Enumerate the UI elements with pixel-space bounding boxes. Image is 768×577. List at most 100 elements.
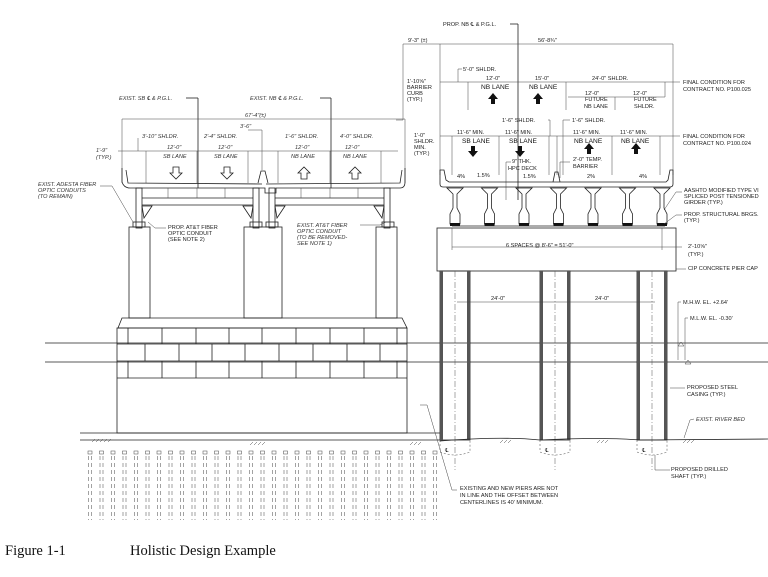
pile-head <box>271 450 277 455</box>
existing-direction-arrows <box>169 166 362 180</box>
pile-head <box>122 450 127 455</box>
casing-wall <box>664 271 667 440</box>
pile-head <box>421 450 426 455</box>
svg-text:(TYP.): (TYP.) <box>688 252 704 258</box>
svg-text:EXIST. NB ℄ & P.G.L.: EXIST. NB ℄ & P.G.L. <box>250 95 304 102</box>
girder <box>480 187 499 225</box>
existing-bridge <box>80 97 440 520</box>
svg-text:(TYP.): (TYP.) <box>414 151 430 157</box>
svg-text:12'-0": 12'-0" <box>585 91 599 97</box>
svg-text:9'-3" (±): 9'-3" (±) <box>408 38 428 44</box>
svg-text:SB LANE: SB LANE <box>163 154 187 160</box>
svg-text:SEE NOTE 1): SEE NOTE 1) <box>297 241 332 247</box>
svg-text:IN LINE AND THE OFFSET BETWEEN: IN LINE AND THE OFFSET BETWEEN <box>460 493 558 499</box>
proposed-direction-arrows <box>468 93 641 157</box>
bearing <box>553 223 564 226</box>
proposed-bridge <box>396 23 768 491</box>
svg-text:1'-9": 1'-9" <box>96 148 108 154</box>
figure-title: Holistic Design Example <box>130 543 276 559</box>
svg-text:12'-0": 12'-0" <box>295 145 310 151</box>
svg-text:EXIST. SB ℄ & P.G.L.: EXIST. SB ℄ & P.G.L. <box>119 95 172 102</box>
svg-text:NB LANE: NB LANE <box>481 84 510 91</box>
pile-head <box>87 450 93 455</box>
svg-text:EXIST. ADESTA FIBER: EXIST. ADESTA FIBER <box>38 182 96 188</box>
svg-text:56'-8¾": 56'-8¾" <box>538 38 557 44</box>
svg-text:M.L.W. EL. -0.30': M.L.W. EL. -0.30' <box>690 316 733 322</box>
svg-text:NB LANE: NB LANE <box>584 104 608 110</box>
svg-text:℄: ℄ <box>641 448 646 454</box>
svg-text:PROP. STRUCTURAL BRGS.: PROP. STRUCTURAL BRGS. <box>684 212 759 218</box>
pile-head <box>317 450 323 455</box>
svg-text:M.H.W. EL. +2.64': M.H.W. EL. +2.64' <box>683 300 728 306</box>
svg-text:(TYP.): (TYP.) <box>684 218 700 224</box>
girder <box>584 187 602 225</box>
casing-wall <box>467 271 470 440</box>
bearing <box>588 223 598 226</box>
pile-head <box>237 450 242 455</box>
svg-text:1'-10⅝": 1'-10⅝" <box>407 79 426 85</box>
svg-text:4'-0" SHLDR.: 4'-0" SHLDR. <box>340 134 373 140</box>
svg-text:6 SPACES @ 8'-6" = 51'-0": 6 SPACES @ 8'-6" = 51'-0" <box>506 243 574 249</box>
svg-text:(TYP.): (TYP.) <box>407 97 423 103</box>
pile-head <box>432 450 438 455</box>
casing-wall <box>567 271 570 440</box>
svg-text:EXISTING AND NEW PIERS ARE NOT: EXISTING AND NEW PIERS ARE NOT <box>460 486 559 492</box>
svg-text:PROP. NB ℄ & P.G.L.: PROP. NB ℄ & P.G.L. <box>443 22 497 28</box>
svg-text:FINAL CONDITION FOR: FINAL CONDITION FOR <box>683 80 745 86</box>
svg-text:SPLICED POST TENSIONED: SPLICED POST TENSIONED <box>684 194 759 200</box>
svg-text:NB LANE: NB LANE <box>574 138 603 145</box>
svg-text:EXIST. RIVER BED: EXIST. RIVER BED <box>696 417 745 423</box>
svg-text:24'-0": 24'-0" <box>491 296 505 302</box>
svg-text:SHLDR.: SHLDR. <box>634 104 655 110</box>
pile-head <box>352 450 357 455</box>
existing-labels: EXIST. SB ℄ & P.G.L. EXIST. NB ℄ & P.G.L… <box>38 95 373 247</box>
svg-text:15'-0": 15'-0" <box>535 76 549 82</box>
pile-head <box>145 450 150 455</box>
svg-text:(TO BE REMOVED-: (TO BE REMOVED- <box>297 235 347 241</box>
svg-text:HPC DECK: HPC DECK <box>508 166 537 172</box>
casing-wall <box>440 271 443 440</box>
svg-text:1'-6" SHLDR.: 1'-6" SHLDR. <box>502 118 536 124</box>
svg-text:12'-0": 12'-0" <box>218 145 233 151</box>
pile-head <box>191 450 196 455</box>
svg-text:PROPOSED STEEL: PROPOSED STEEL <box>687 385 738 391</box>
svg-text:OPTIC CONDUITS: OPTIC CONDUITS <box>38 188 86 194</box>
pile-head <box>283 450 288 455</box>
svg-text:CURB: CURB <box>407 91 423 97</box>
svg-text:BARRIER: BARRIER <box>573 164 598 170</box>
pile-head <box>294 450 300 455</box>
bearing <box>657 223 667 226</box>
pile-head <box>99 450 104 455</box>
pile-head <box>156 450 162 455</box>
pile-head <box>375 450 380 455</box>
bearing <box>519 223 529 226</box>
pile-head <box>306 450 311 455</box>
pile-head <box>225 450 231 455</box>
svg-text:3'-6": 3'-6" <box>240 124 252 130</box>
svg-text:11'-6" MIN.: 11'-6" MIN. <box>573 130 601 136</box>
svg-text:CONTRACT NO. P100.024: CONTRACT NO. P100.024 <box>683 141 751 147</box>
bearing <box>622 223 633 226</box>
svg-text:1'-0": 1'-0" <box>414 133 425 139</box>
svg-text:3'-10" SHLDR.: 3'-10" SHLDR. <box>142 134 178 140</box>
svg-text:12'-0": 12'-0" <box>167 145 182 151</box>
girder <box>653 187 671 225</box>
svg-text:(TYP.): (TYP.) <box>96 155 112 161</box>
svg-text:4%: 4% <box>639 174 647 180</box>
existing-piles <box>87 450 438 520</box>
pile-head <box>214 450 219 455</box>
svg-text:NB LANE: NB LANE <box>343 154 367 160</box>
shaft-tip <box>636 440 668 456</box>
girder <box>446 187 464 225</box>
svg-text:AASHTO MODIFIED TYPE VI: AASHTO MODIFIED TYPE VI <box>684 188 759 194</box>
svg-text:CENTERLINES IS 40' MINIMUM.: CENTERLINES IS 40' MINIMUM. <box>460 500 544 506</box>
svg-text:℄: ℄ <box>544 448 549 454</box>
svg-text:11'-6" MIN.: 11'-6" MIN. <box>620 130 648 136</box>
pile-head <box>386 450 392 455</box>
svg-text:1.5%: 1.5% <box>523 174 536 180</box>
pile-head <box>260 450 265 455</box>
svg-text:GIRDER (TYP.): GIRDER (TYP.) <box>684 200 723 206</box>
svg-text:SHAFT (TYP.): SHAFT (TYP.) <box>671 474 706 480</box>
proposed-labels: PROP. NB ℄ & P.G.L. 9'-3" (±) 56'-8¾" 1'… <box>407 22 759 506</box>
svg-text:CIP CONCRETE PIER CAP: CIP CONCRETE PIER CAP <box>688 266 758 272</box>
